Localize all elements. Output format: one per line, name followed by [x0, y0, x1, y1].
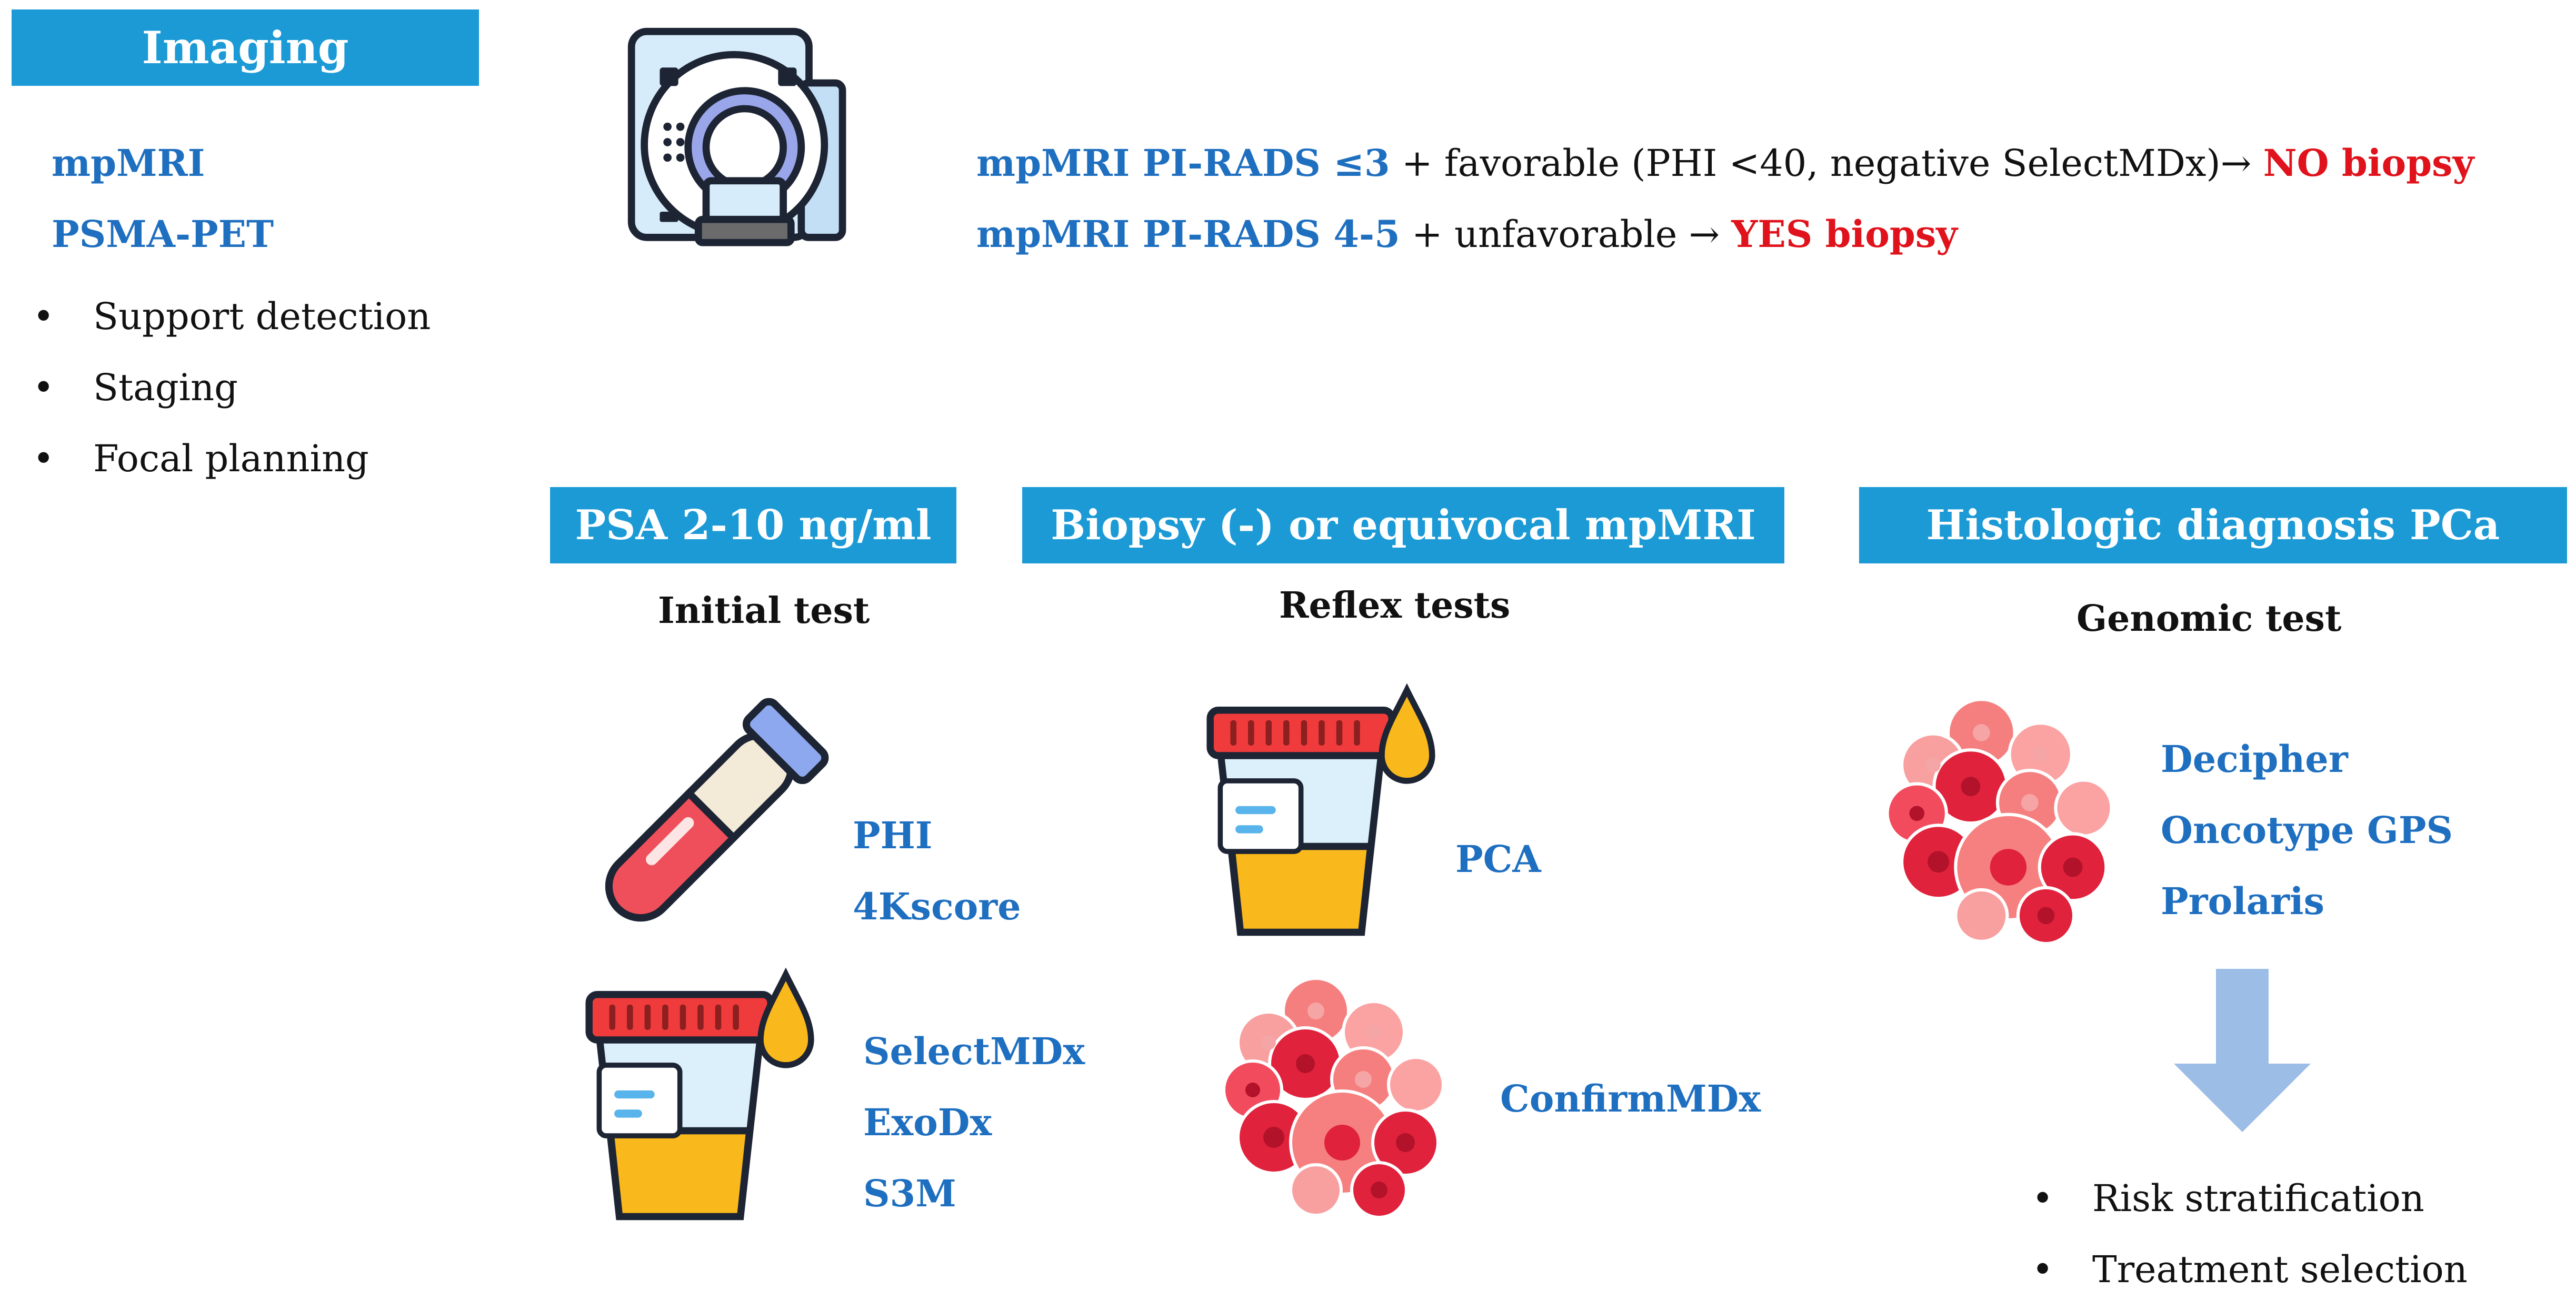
reflex-subtitle: Reflex tests [1279, 584, 1511, 627]
test-oncotype-gps: Oncotype GPS [2161, 808, 2453, 852]
reflex-banner: Biopsy (-) or equivocal mpMRI [1022, 487, 1784, 563]
urine-cup-icon [1206, 683, 1435, 936]
histologic-subtitle: Genomic test [2076, 598, 2342, 640]
histologic-title: Histologic diagnosis PCa [1926, 501, 2500, 549]
test-exodx: ExoDx [863, 1100, 992, 1144]
rule-yes-biopsy: mpMRI PI-RADS 4-5 + unfavorable → YES bi… [976, 212, 1958, 256]
modality-mpmri: mpMRI [52, 141, 205, 185]
test-phi: PHI [853, 814, 933, 857]
reflex-title: Biopsy (-) or equivocal mpMRI [1051, 501, 1756, 549]
psa-subtitle: Initial test [658, 590, 870, 632]
imaging-title: Imaging [142, 22, 349, 74]
urine-cup-icon [585, 967, 814, 1221]
rule-no-biopsy: mpMRI PI-RADS ≤3 + favorable (PHI <40, n… [976, 141, 2474, 185]
modality-psma-pet: PSMA-PET [52, 212, 274, 256]
mri-scanner-icon [627, 27, 846, 246]
imaging-banner: Imaging [12, 9, 479, 86]
test-confirmmdx: ConfirmMDx [1500, 1077, 1761, 1120]
down-arrow-icon [2174, 969, 2311, 1132]
blood-tube-icon [605, 698, 829, 922]
test-decipher: Decipher [2161, 737, 2348, 781]
psa-banner: PSA 2-10 ng/ml [550, 487, 956, 563]
test-pca: PCA [1455, 837, 1541, 881]
test-4kscore: 4Kscore [853, 885, 1021, 928]
test-prolaris: Prolaris [2161, 879, 2325, 923]
cell-cluster-icon [1885, 698, 2113, 946]
test-selectmdx: SelectMDx [863, 1029, 1085, 1073]
histologic-banner: Histologic diagnosis PCa [1859, 487, 2567, 563]
psa-title: PSA 2-10 ng/ml [575, 501, 932, 549]
test-s3m: S3M [863, 1172, 956, 1215]
cell-cluster-icon [1222, 977, 1445, 1219]
